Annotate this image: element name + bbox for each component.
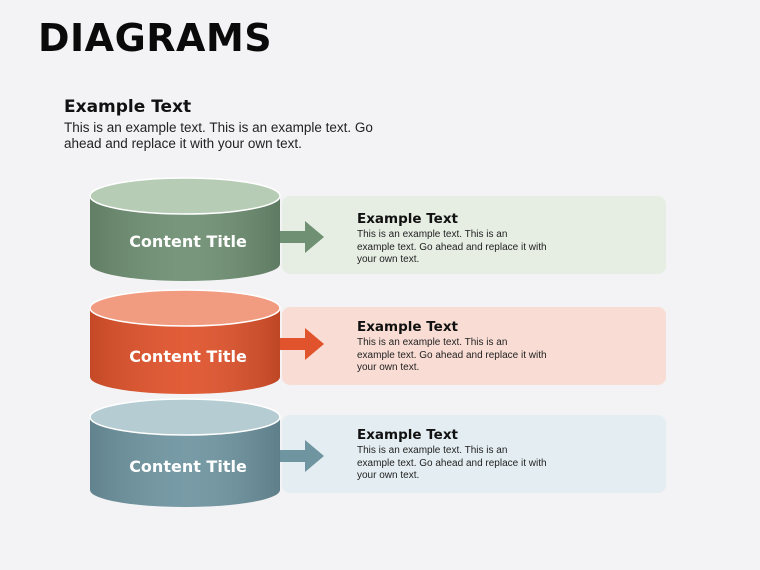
intro-body: This is an example text. This is an exam…	[64, 120, 373, 151]
row-2-label: Content Title	[129, 347, 247, 366]
row-2-arrow-icon	[280, 328, 324, 360]
row-1-heading: Example Text	[357, 211, 458, 227]
row-1-body: This is an example text. This is an exam…	[357, 229, 547, 265]
row-2-description: Example Text This is an example text. Th…	[357, 319, 547, 375]
row-1-arrow-icon	[280, 221, 324, 253]
row-1-label: Content Title	[129, 232, 247, 251]
page-title: DIAGRAMS	[38, 16, 273, 60]
row-2-band	[282, 307, 666, 385]
row-1-cylinder: Content Title	[89, 177, 281, 281]
row-2-heading: Example Text	[357, 319, 458, 335]
row-2-body: This is an example text. This is an exam…	[357, 337, 547, 373]
row-1-description: Example Text This is an example text. Th…	[357, 211, 547, 267]
row-3-description: Example Text This is an example text. Th…	[357, 427, 547, 483]
row-3-band	[282, 415, 666, 493]
intro-heading: Example Text	[64, 97, 192, 117]
row-3-arrow-icon	[280, 440, 324, 472]
row-3-body: This is an example text. This is an exam…	[357, 445, 547, 481]
row-1-band	[282, 196, 666, 274]
row-3-heading: Example Text	[357, 427, 458, 443]
row-2-cylinder: Content Title	[89, 289, 281, 394]
row-3-cylinder: Content Title	[89, 398, 281, 507]
row-3-label: Content Title	[129, 457, 247, 476]
